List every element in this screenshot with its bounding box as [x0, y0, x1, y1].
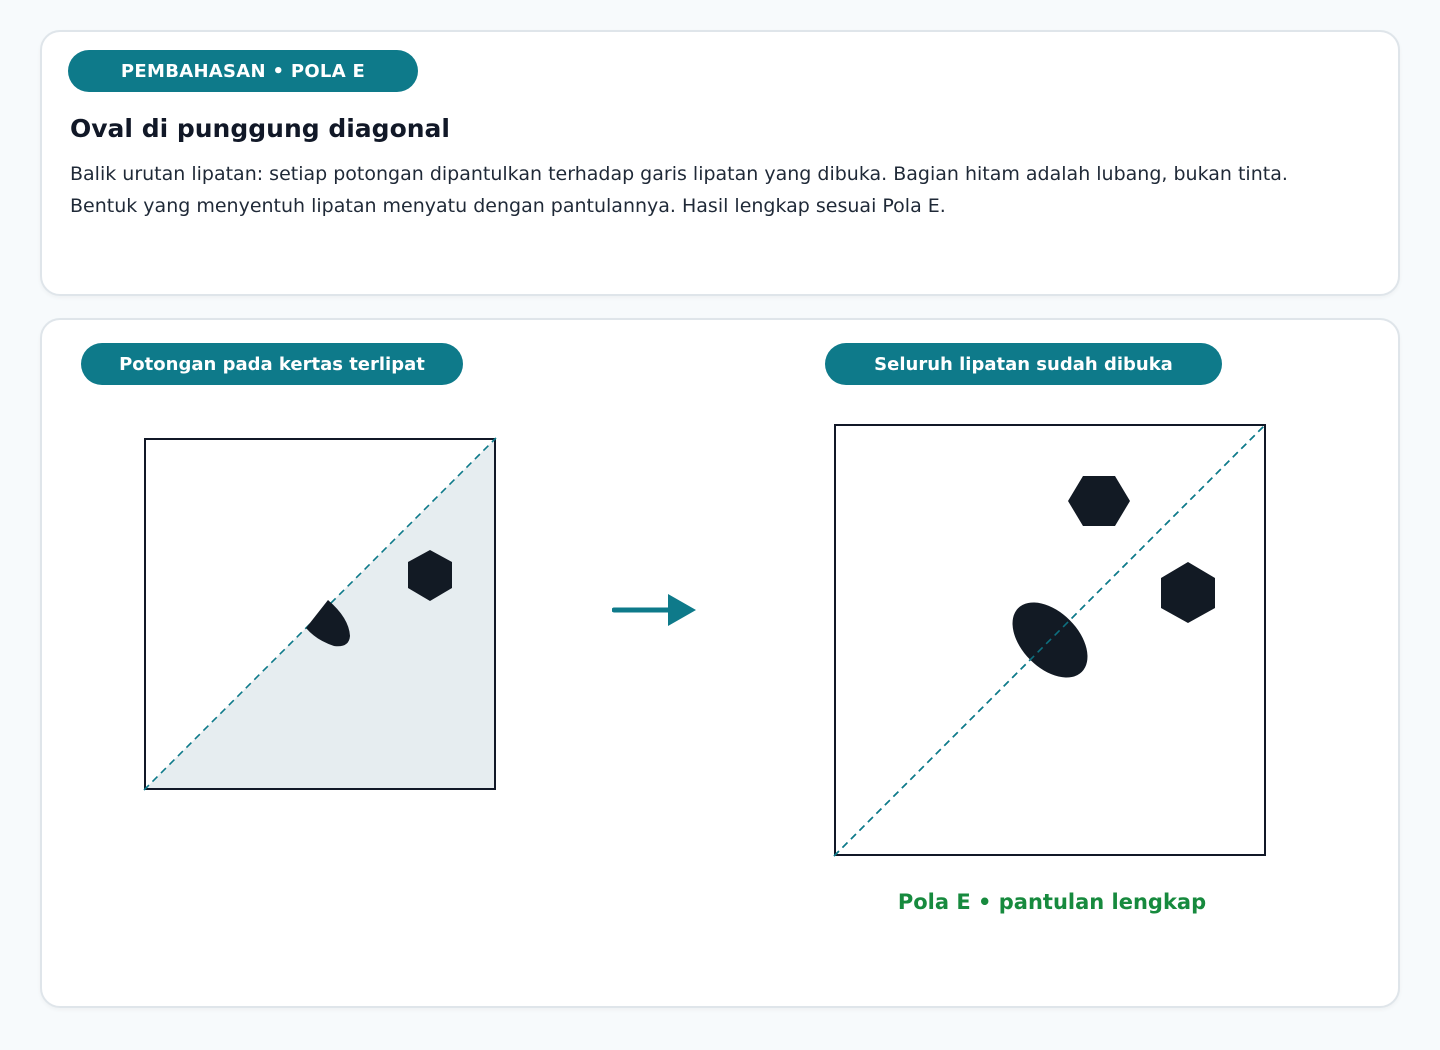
paper-border	[144, 438, 496, 790]
hexagon-hole-right	[1161, 562, 1215, 623]
section-tag: PEMBAHASAN • POLA E	[68, 50, 418, 92]
folded-panel-label: Potongan pada kertas terlipat	[81, 343, 463, 385]
fold-line	[143, 437, 497, 791]
explanation-card: PEMBAHASAN • POLA E Oval di punggung dia…	[40, 30, 1400, 296]
diagram-card: Potongan pada kertas terlipat Seluruh li…	[40, 318, 1400, 1008]
unfolded-panel-label: Seluruh lipatan sudah dibuka	[825, 343, 1222, 385]
page-title: Oval di punggung diagonal	[70, 114, 450, 143]
folded-paper	[143, 437, 497, 791]
hexagon-hole-top	[1068, 476, 1130, 526]
half-oval-hole	[306, 600, 350, 647]
arrow-right-icon	[612, 594, 696, 626]
result-caption: Pola E • pantulan lengkap	[897, 890, 1207, 914]
unfolded-paper	[833, 423, 1267, 857]
hexagon-hole	[408, 550, 452, 601]
explanation-text: Balik urutan lipatan: setiap potongan di…	[70, 163, 1288, 217]
